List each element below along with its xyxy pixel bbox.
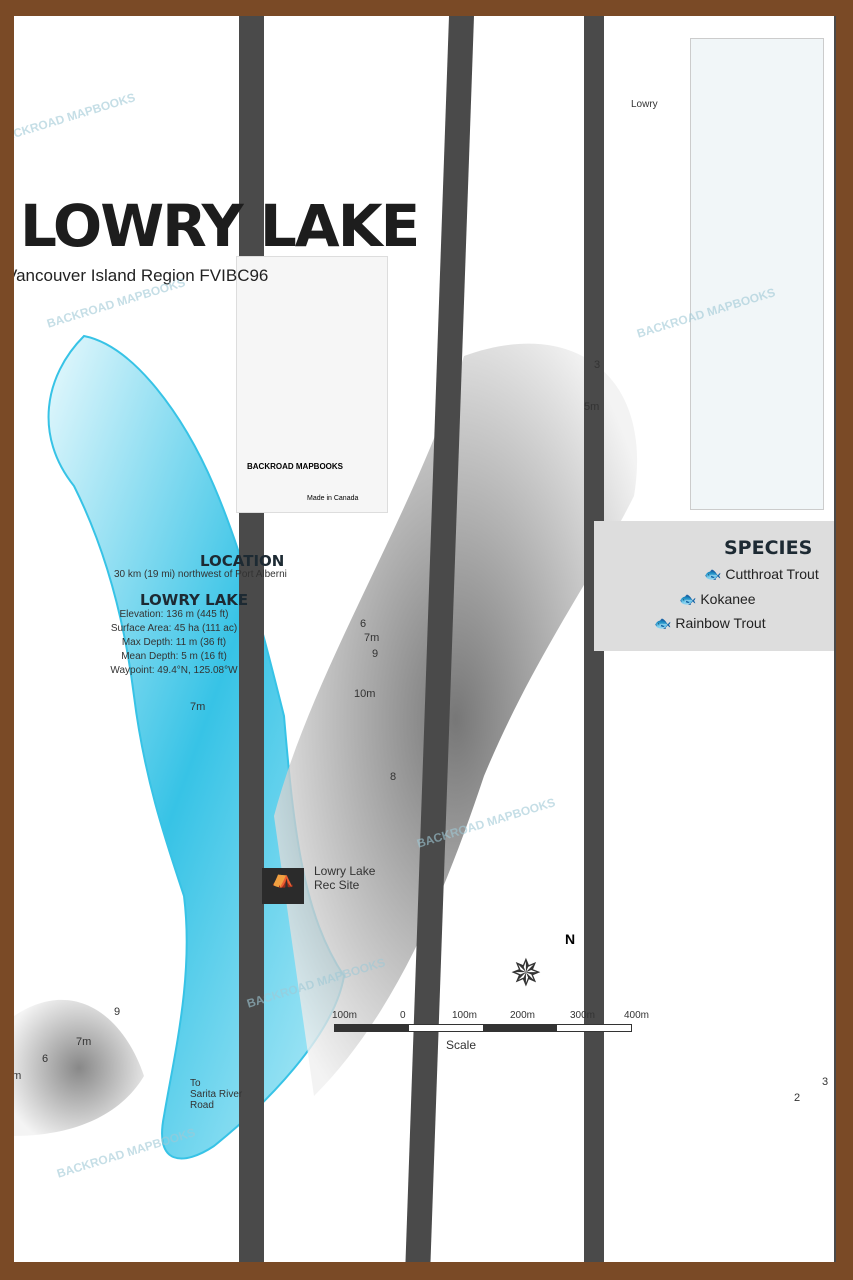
lake-depth-south xyxy=(14,999,144,1136)
max-depth: Max Depth: 11 m (36 ft) xyxy=(121,637,227,648)
legend-made-in: Made in Canada xyxy=(307,495,359,502)
north-label: N xyxy=(565,931,576,947)
depth-label: 7m xyxy=(364,632,380,644)
map-legend: BACKROAD MAPBOOKS Made in Canada xyxy=(236,256,388,513)
species-item: 🐟 Kokanee xyxy=(679,591,756,607)
species-panel: SPECIES 🐟 Cutthroat Trout 🐟 Kokanee 🐟 Ra… xyxy=(594,521,834,651)
scale-bar xyxy=(334,1024,632,1032)
scale-label: Scale xyxy=(446,1038,477,1052)
location-heading: LOCATION xyxy=(200,552,285,570)
species-item: 🐟 Rainbow Trout xyxy=(654,615,766,631)
depth-label: 3 xyxy=(822,1076,829,1088)
scale-tick: 400m xyxy=(624,1010,650,1021)
species-item: 🐟 Cutthroat Trout xyxy=(704,566,819,582)
map-poster: Lowry BACKROAD MAPBOOKS Made in Canada L… xyxy=(14,16,836,1262)
page-title: LOWRY LAKE xyxy=(20,192,420,260)
depth-label: 6 xyxy=(360,618,367,630)
scale-tick: 300m xyxy=(570,1010,596,1021)
depth-label: 7m xyxy=(76,1036,92,1048)
compass-rose-icon: ✵ xyxy=(510,953,542,995)
elevation: Elevation: 136 m (445 ft) xyxy=(119,609,229,620)
scale-tick: 100m xyxy=(452,1010,478,1021)
region-subtitle: Vancouver Island Region FVIBC96 xyxy=(14,266,269,285)
lake-depth-east xyxy=(274,343,638,1096)
scale-tick: 0 xyxy=(400,1010,406,1021)
lake-stats-heading: LOWRY LAKE xyxy=(140,591,249,609)
depth-label: 9 xyxy=(372,648,379,660)
surface-area: Surface Area: 45 ha (111 ac) xyxy=(110,623,238,634)
location-inset-map: Lowry xyxy=(631,38,824,510)
depth-label: 6 xyxy=(42,1053,49,1065)
depth-label: 9 xyxy=(114,1006,121,1018)
inset-label: Lowry xyxy=(631,99,658,110)
depth-label: 8 xyxy=(390,771,397,783)
depth-label: 5m xyxy=(584,401,600,413)
mean-depth: Mean Depth: 5 m (16 ft) xyxy=(121,651,227,662)
scale-tick: 100m xyxy=(332,1010,358,1021)
campsite-icon: ⛺ xyxy=(262,868,304,904)
depth-label: 5m xyxy=(14,1070,22,1082)
depth-label: 3 xyxy=(594,359,601,371)
depth-label: 10m xyxy=(354,688,376,700)
waypoint: Waypoint: 49.4°N, 125.08°W xyxy=(110,665,238,676)
legend-brand: BACKROAD MAPBOOKS xyxy=(247,462,343,471)
depth-label: 2 xyxy=(794,1092,801,1104)
road-label: To Sarita River Road xyxy=(190,1078,243,1111)
depth-label: 7m xyxy=(190,701,206,713)
scale-tick: 200m xyxy=(510,1010,536,1021)
species-heading: SPECIES xyxy=(724,537,813,559)
location-text: 30 km (19 mi) northwest of Port Alberni xyxy=(114,569,287,580)
rec-site-label: Lowry Lake Rec Site xyxy=(314,864,376,892)
